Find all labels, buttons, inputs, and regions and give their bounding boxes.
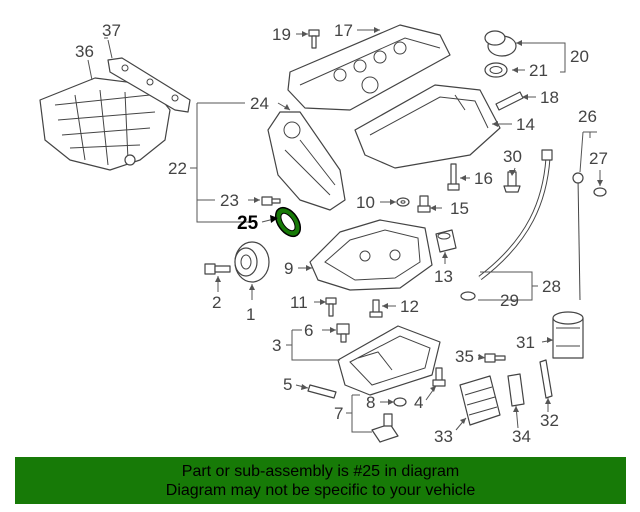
callout-9: 9	[284, 259, 293, 278]
callout-5: 5	[283, 375, 292, 394]
callout-17: 17	[334, 21, 353, 40]
timing-cover-part	[267, 111, 346, 211]
callout-21: 21	[529, 61, 548, 80]
arrowheads	[215, 27, 603, 424]
callout-32: 32	[540, 411, 559, 430]
callout-33: 33	[434, 427, 453, 446]
oil-cap-part	[484, 30, 517, 78]
engine-cover-part	[354, 84, 501, 169]
intake-gasket-part	[107, 57, 191, 113]
bolt-35-part	[484, 353, 506, 363]
oil-cooler-part	[459, 375, 501, 426]
callout-6: 6	[304, 321, 313, 340]
gasket-34-part	[507, 373, 525, 407]
callout-15: 15	[450, 199, 469, 218]
callout-26: 26	[578, 107, 597, 126]
dipstick-tube-part	[460, 149, 553, 301]
callout-20: 20	[570, 47, 589, 66]
sensor-18-part	[495, 91, 524, 111]
sensor-32-part	[539, 359, 553, 399]
callout-8: 8	[366, 393, 375, 412]
pulley-1-part	[234, 241, 270, 283]
stud-16-part	[447, 163, 460, 191]
callout-28: 28	[542, 277, 561, 296]
callout-37: 37	[102, 21, 121, 40]
callout-29: 29	[500, 291, 519, 310]
callout-13: 13	[434, 267, 453, 286]
callout-30: 30	[503, 147, 522, 166]
callout-4: 4	[414, 393, 423, 412]
callout-18: 18	[540, 88, 559, 107]
callout-34: 34	[512, 427, 531, 446]
callout-25: 25	[237, 213, 259, 234]
callout-23: 23	[220, 191, 239, 210]
oring-8-part	[393, 397, 407, 407]
callout-24: 24	[250, 94, 269, 113]
pump-13-part	[435, 229, 457, 253]
callout-10: 10	[356, 193, 375, 212]
intake-manifold-part	[39, 77, 171, 171]
oil-pan-upper-part	[309, 219, 433, 291]
callout-1: 1	[246, 305, 255, 324]
callout-35: 35	[455, 347, 474, 366]
sensor-7-part	[371, 413, 399, 443]
callout-2: 2	[212, 293, 221, 312]
parts-diagram: 37 36 19 17 20 21 18 14 24 22 23 25 10 1…	[39, 21, 608, 446]
callout-16: 16	[474, 169, 493, 188]
plug-6-part	[336, 323, 350, 343]
bolt-15-part	[417, 195, 431, 213]
callout-22: 22	[168, 159, 187, 178]
dipstick-part	[572, 172, 607, 301]
callout-3: 3	[272, 336, 281, 355]
callout-19: 19	[272, 25, 291, 44]
bolt-2-part	[204, 263, 231, 275]
callout-27: 27	[589, 149, 608, 168]
callout-31: 31	[516, 333, 535, 352]
callout-11: 11	[290, 293, 308, 312]
washer-10-part	[396, 197, 410, 207]
oil-pan-lower-part	[337, 325, 441, 396]
bolt-19-part	[308, 29, 320, 49]
sensor-5-part	[307, 384, 337, 399]
caption-line-2: Diagram may not be specific to your vehi…	[165, 481, 476, 499]
drain-plug-4-part	[432, 367, 446, 387]
callout-labels: 37 36 19 17 20 21 18 14 24 22 23 25 10 1…	[75, 21, 608, 446]
caption-line-1: Part or sub-assembly is #25 in diagram	[181, 462, 460, 480]
seal-25-highlighted-part	[274, 206, 302, 238]
bolt-12-part	[369, 299, 383, 318]
oil-filter-part	[552, 311, 584, 359]
bolt-11-part	[325, 297, 337, 317]
bolt-23-part	[261, 196, 281, 206]
callout-14: 14	[516, 115, 535, 134]
valve-cover-part	[287, 24, 451, 111]
callout-12: 12	[400, 297, 419, 316]
callout-7: 7	[334, 404, 343, 423]
callout-36: 36	[75, 42, 94, 61]
caption-banner: Part or sub-assembly is #25 in diagram D…	[15, 457, 626, 504]
